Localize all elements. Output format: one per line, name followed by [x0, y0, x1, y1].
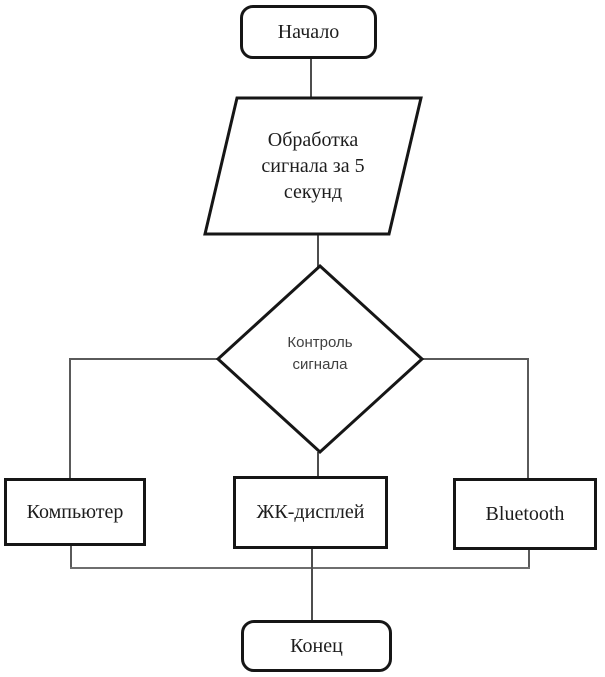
process-label-line: сигнала за 5 — [261, 155, 365, 177]
node-bluetooth: Bluetooth — [453, 478, 597, 550]
decision-diamond-shape — [215, 263, 425, 455]
process-label-line: секунд — [283, 181, 343, 203]
node-computer: Компьютер — [4, 478, 146, 546]
edge-decision-computer — [69, 358, 218, 478]
node-bluetooth-label: Bluetooth — [485, 502, 565, 525]
edge-decision-bluetooth — [422, 358, 529, 478]
node-process-label: Обработка сигнала за 5 секунд — [233, 127, 393, 205]
node-start-label: Начало — [277, 20, 340, 43]
node-computer-label: Компьютер — [26, 500, 124, 523]
node-start: Начало — [240, 5, 377, 59]
node-lcd-display-label: ЖК-дисплей — [256, 501, 365, 523]
decision-label-line: Контроль — [287, 334, 353, 351]
node-lcd-display: ЖК-дисплей — [233, 476, 388, 549]
process-parallelogram-shape — [203, 96, 423, 236]
node-end-label: Конец — [290, 634, 343, 657]
node-decision-label: Контроль сигнала — [245, 332, 395, 376]
decision-label-line: сигнала — [292, 356, 348, 373]
node-end: Конец — [241, 620, 392, 672]
process-label-line: Обработка — [267, 129, 359, 151]
